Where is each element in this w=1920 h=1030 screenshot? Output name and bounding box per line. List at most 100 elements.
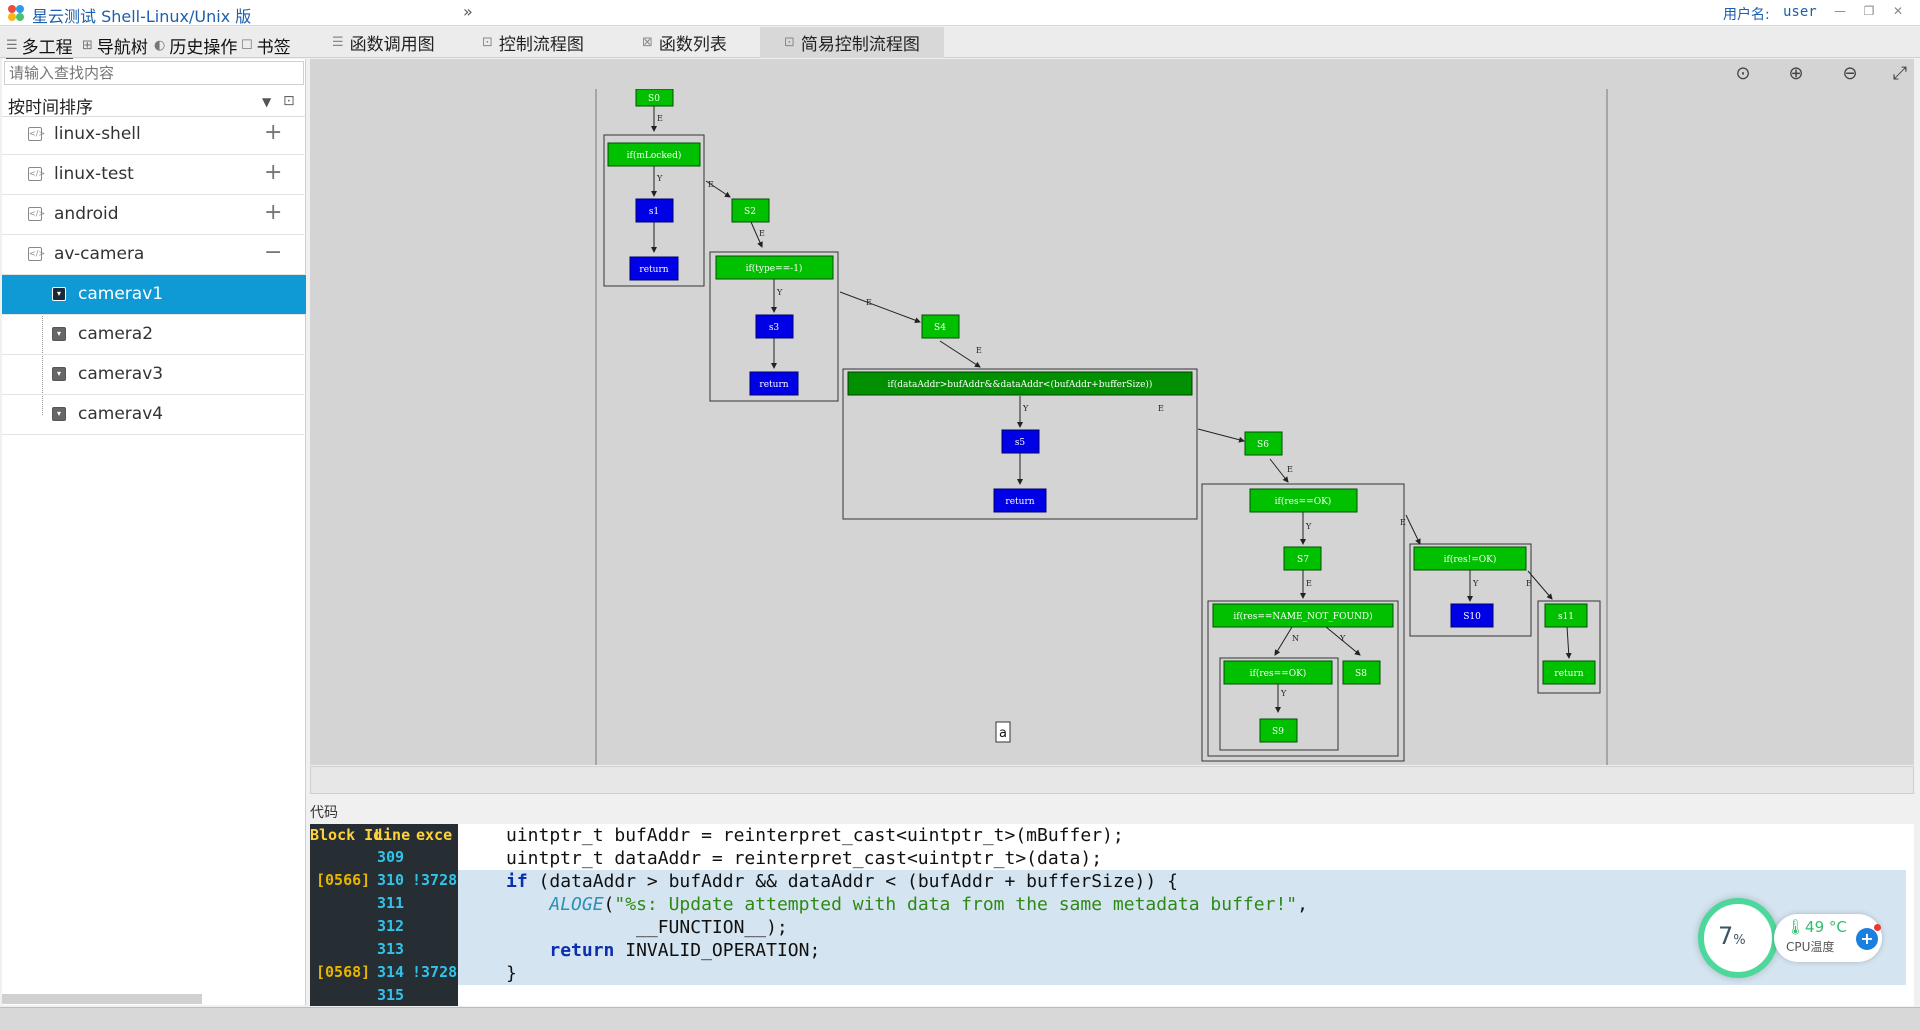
node-s0[interactable]: S0: [635, 89, 674, 107]
fullscreen-icon[interactable]: ⤢: [1892, 63, 1908, 84]
node-s7[interactable]: S7: [1283, 546, 1322, 571]
sort-dropdown-icon[interactable]: ▼: [262, 95, 272, 109]
restore-icon[interactable]: ❐: [1863, 4, 1875, 18]
flowchart-canvas[interactable]: ⊙ ⊕ ⊖ ⤢: [310, 59, 1914, 765]
node-if-name-not-found[interactable]: if(res==NAME_NOT_FOUND): [1212, 603, 1394, 628]
cpu-monitor-widget[interactable]: 7% 🌡49 °C CPU温度 +: [1698, 898, 1882, 980]
svg-text:if(res==NAME_NOT_FOUND): if(res==NAME_NOT_FOUND): [1233, 611, 1372, 622]
line-number[interactable]: 310: [377, 871, 405, 889]
svg-text:S10: S10: [1463, 612, 1481, 622]
node-if-res-not-ok[interactable]: if(res!=OK): [1413, 546, 1527, 571]
tab-multi-project[interactable]: ☰多工程: [6, 33, 73, 60]
status-bar: [0, 1007, 1920, 1030]
edge-label: E: [866, 298, 872, 307]
node-s6[interactable]: S6: [1244, 431, 1283, 456]
code-editor[interactable]: uintptr_t bufAddr = reinterpret_cast<uin…: [458, 824, 1906, 1006]
line-number[interactable]: 311: [377, 894, 405, 912]
tab-simple-control-flow[interactable]: ⊡简易控制流程图: [760, 27, 944, 58]
node-return-4[interactable]: return: [1542, 660, 1596, 685]
node-return-1[interactable]: return: [629, 256, 679, 281]
project-item-linux-test[interactable]: </> linux-test +: [2, 155, 306, 195]
cursor-note: a: [995, 721, 1011, 743]
edge-label: E: [1158, 404, 1164, 413]
minimize-icon[interactable]: —: [1834, 4, 1846, 18]
expand-icon[interactable]: +: [264, 160, 283, 185]
block-id[interactable]: [0568]: [316, 963, 371, 981]
tree-item-camerav3[interactable]: ▾ camerav3: [2, 355, 306, 395]
zoom-in-icon[interactable]: ⊕: [1788, 63, 1804, 84]
tab-nav-tree[interactable]: ⊞导航树: [82, 38, 148, 58]
project-item-android[interactable]: </> android +: [2, 195, 306, 235]
node-if-res-ok-2[interactable]: if(res==OK): [1223, 660, 1333, 685]
overflow-chevron-icon[interactable]: »: [463, 2, 473, 21]
svg-text:s1: s1: [649, 207, 659, 217]
edge-label: E: [657, 114, 663, 123]
add-icon[interactable]: +: [1856, 928, 1878, 950]
project-icon: </>: [28, 127, 45, 141]
tab-call-graph[interactable]: ☰函数调用图: [332, 35, 435, 55]
code-line-highlighted: ALOGE("%s: Update attempted with data fr…: [458, 893, 1906, 916]
tab-function-list[interactable]: ⊠函数列表: [642, 35, 727, 55]
project-icon: </>: [28, 207, 45, 221]
canvas-scrollbar[interactable]: [310, 766, 1914, 794]
project-item-linux-shell[interactable]: </> linux-shell +: [2, 115, 306, 155]
node-return-2[interactable]: return: [749, 371, 799, 396]
zoom-out-icon[interactable]: ⊖: [1842, 63, 1858, 84]
flowchart-icon: ⊡: [482, 35, 493, 50]
node-s4[interactable]: S4: [921, 314, 960, 339]
user-name[interactable]: user: [1783, 4, 1817, 20]
edge-label: E: [1400, 518, 1406, 527]
expand-icon[interactable]: +: [264, 120, 283, 145]
node-if-type[interactable]: if(type==-1): [715, 255, 834, 280]
svg-text:return: return: [1554, 669, 1583, 679]
svg-text:if(res==OK): if(res==OK): [1275, 496, 1332, 507]
close-icon[interactable]: ✕: [1892, 4, 1904, 18]
line-number[interactable]: 312: [377, 917, 405, 935]
line-number[interactable]: 309: [377, 848, 405, 866]
node-s3[interactable]: s3: [755, 314, 794, 339]
svg-text:s5: s5: [1015, 438, 1026, 448]
tree-item-camerav4[interactable]: ▾ camerav4: [2, 395, 306, 435]
code-line-highlighted: if (dataAddr > bufAddr && dataAddr < (bu…: [458, 870, 1906, 893]
node-s2[interactable]: S2: [731, 198, 770, 223]
block-id[interactable]: [0566]: [316, 871, 371, 889]
line-number[interactable]: 314: [377, 963, 405, 981]
call-graph-icon: ☰: [332, 35, 344, 50]
cpu-temp-label: CPU温度: [1786, 940, 1835, 954]
sidebar-scrollbar[interactable]: [2, 994, 202, 1004]
node-return-3[interactable]: return: [993, 488, 1047, 513]
export-icon[interactable]: ⊡: [283, 93, 295, 109]
node-s1[interactable]: s1: [635, 198, 674, 223]
flow-graph: E Y E E Y E E Y E E Y E E Y N Y Y E S0 i…: [595, 89, 1608, 765]
svg-text:return: return: [759, 380, 788, 390]
project-item-av-camera[interactable]: </> av-camera −: [2, 235, 306, 275]
code-line: uintptr_t dataAddr = reinterpret_cast<ui…: [506, 848, 1103, 869]
expand-icon[interactable]: +: [264, 200, 283, 225]
gutter-header-line: Line: [374, 826, 411, 844]
tree-item-camerav1[interactable]: ▾ camerav1: [2, 275, 306, 315]
code-panel-label: 代码: [310, 805, 338, 821]
node-s8[interactable]: S8: [1342, 660, 1381, 685]
search-input[interactable]: [4, 61, 304, 85]
node-if-mlocked[interactable]: if(mLocked): [607, 142, 701, 167]
line-number[interactable]: 315: [377, 986, 405, 1004]
node-s11[interactable]: s11: [1544, 603, 1588, 628]
node-s5[interactable]: s5: [1001, 429, 1040, 454]
code-gutter: Block Id Line exce 309 [0566] 310 !3728!…: [310, 824, 458, 1006]
node-s9[interactable]: S9: [1259, 718, 1298, 743]
svg-text:s3: s3: [769, 323, 780, 333]
sort-label[interactable]: 按时间排序: [8, 98, 93, 118]
edge-label: E: [976, 346, 982, 355]
zoom-fit-icon[interactable]: ⊙: [1735, 63, 1751, 84]
line-number[interactable]: 313: [377, 940, 405, 958]
edge-label: Y: [1472, 579, 1479, 588]
tab-history[interactable]: ◐历史操作: [154, 38, 238, 58]
node-s10[interactable]: S10: [1450, 603, 1494, 628]
collapse-icon[interactable]: −: [264, 240, 283, 265]
simple-flowchart-icon: ⊡: [784, 35, 795, 50]
tab-control-flow[interactable]: ⊡控制流程图: [482, 35, 584, 55]
tab-bookmarks[interactable]: ☐书签: [241, 38, 291, 58]
node-if-dataaddr[interactable]: if(dataAddr>bufAddr&&dataAddr<(bufAddr+b…: [847, 371, 1193, 396]
tree-item-camera2[interactable]: ▾ camera2: [2, 315, 306, 355]
node-if-res-ok[interactable]: if(res==OK): [1249, 488, 1358, 513]
